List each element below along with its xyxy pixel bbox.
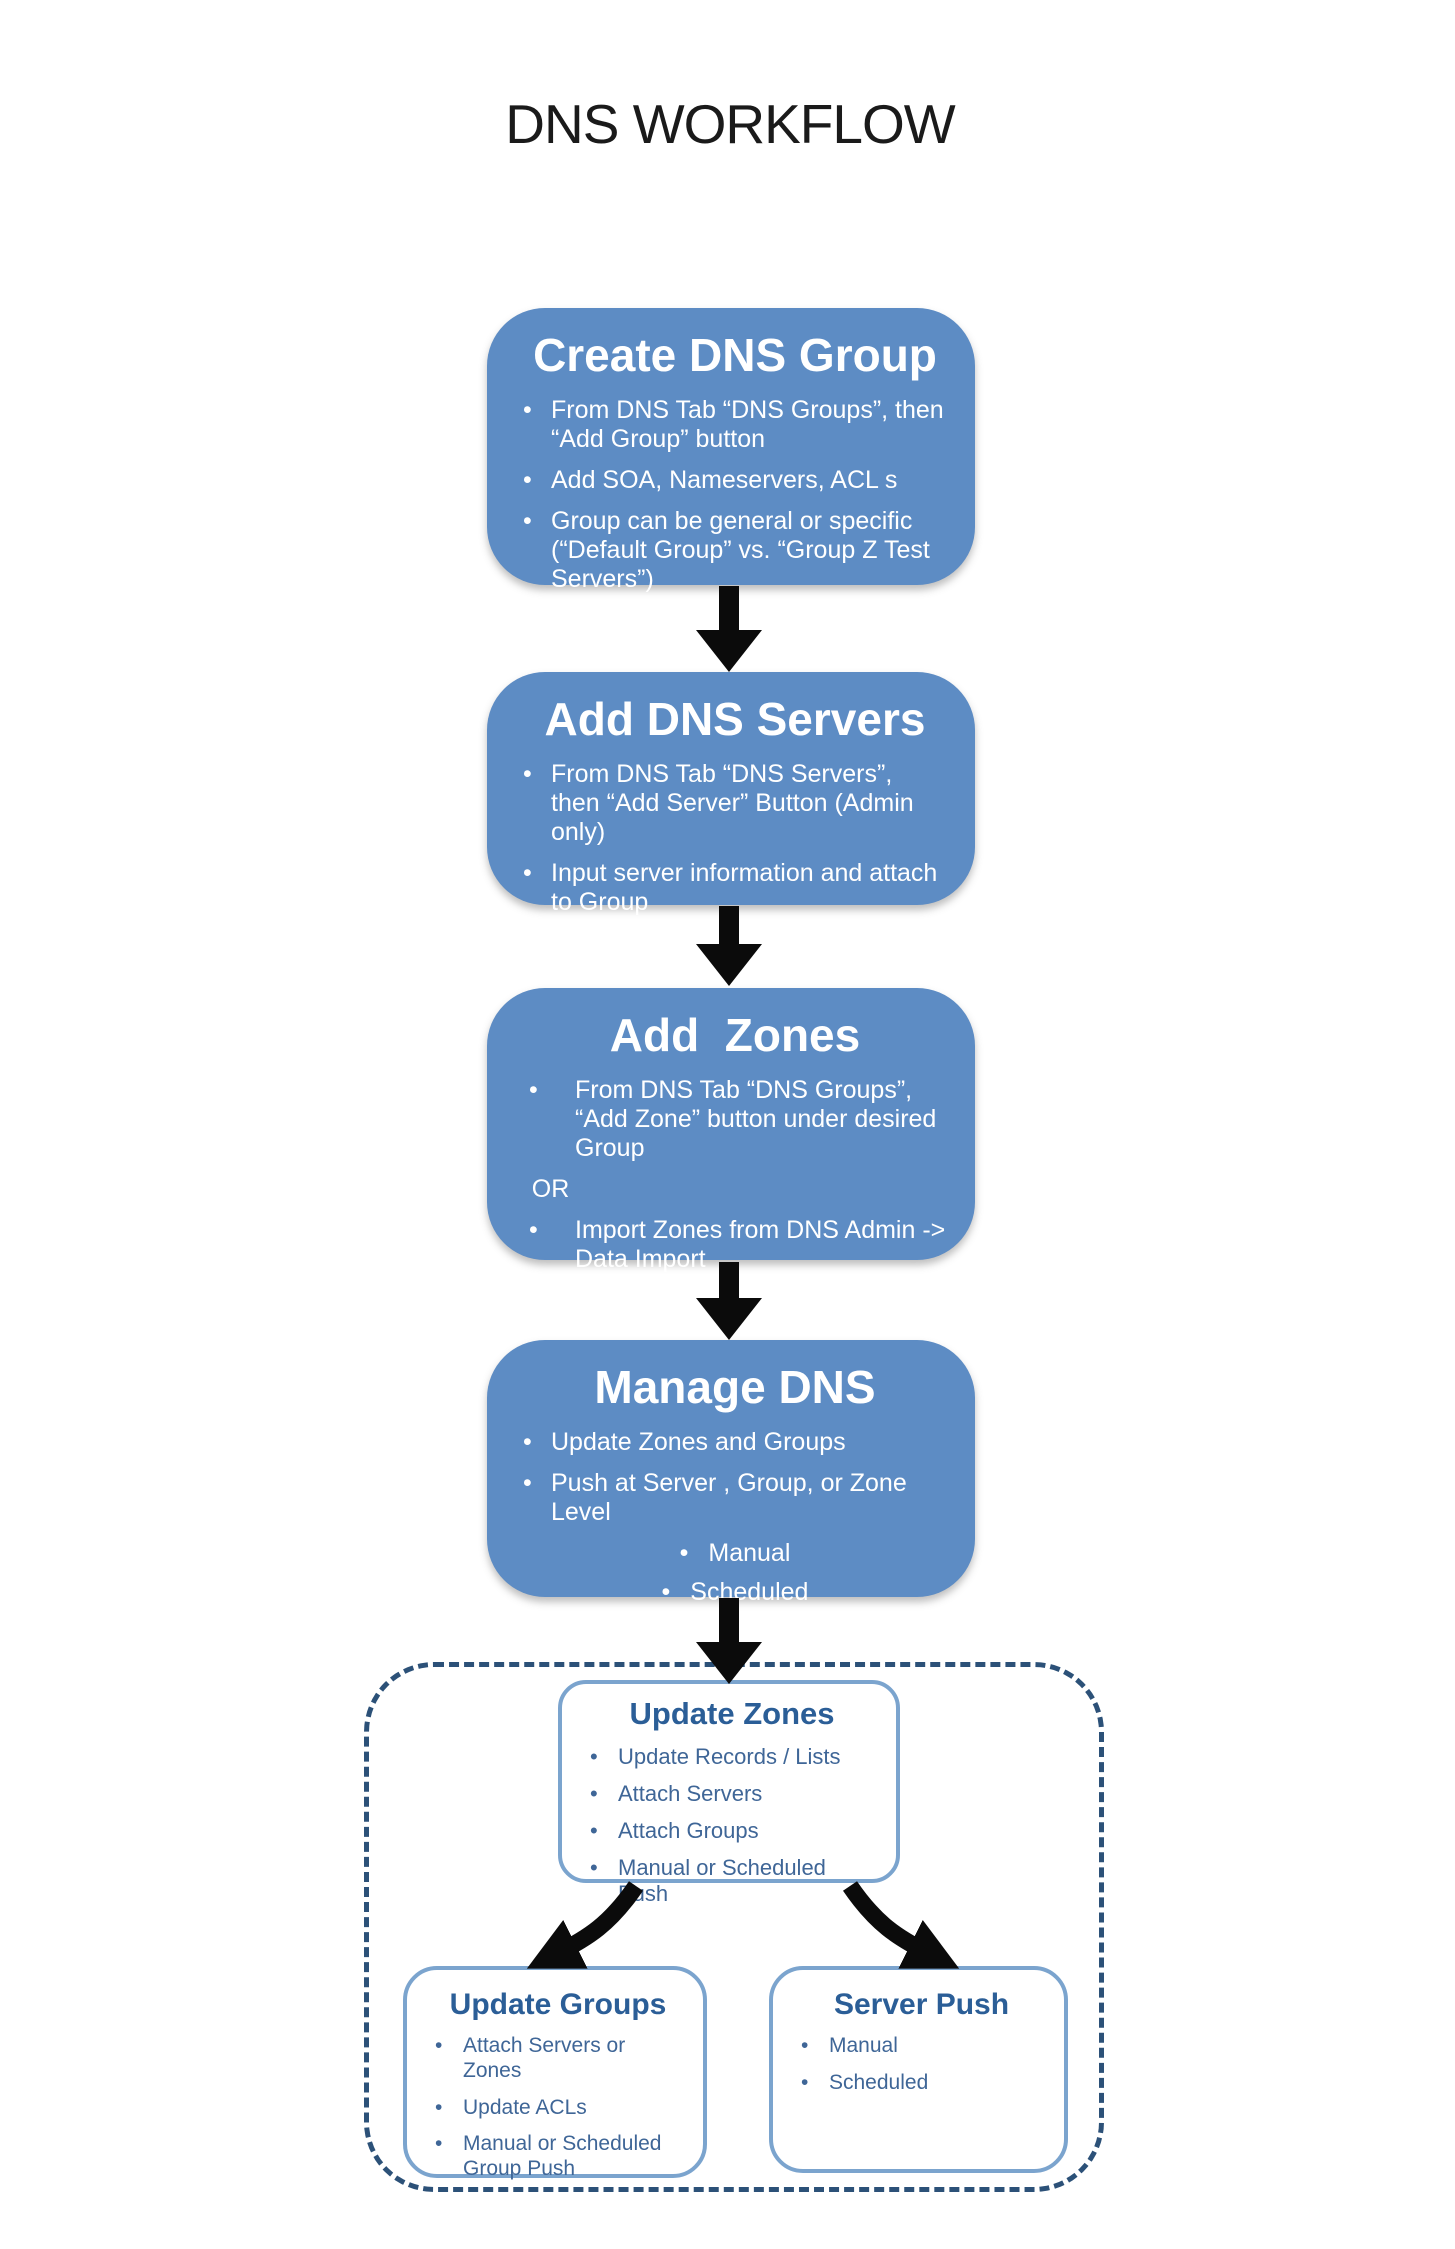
bullet-icon: • bbox=[590, 1744, 598, 1769]
bullet-icon: • bbox=[661, 1578, 671, 1606]
flow-box-manage-dns: Manage DNS • Update Zones and Groups • P… bbox=[487, 1340, 975, 1606]
bullet-text: Add SOA, Nameservers, ACL s bbox=[551, 466, 898, 494]
arrow-down-icon bbox=[696, 586, 762, 672]
detail-box-server-push: Server Push • Manual • Scheduled bbox=[769, 1966, 1068, 2173]
bullet-text: From DNS Tab “DNS Servers”, then “Add Se… bbox=[551, 760, 914, 846]
bullet-item: • Import Zones from DNS Admin -> Data Im… bbox=[523, 1216, 947, 1274]
bullet-text: From DNS Tab “DNS Groups”, “Add Zone” bu… bbox=[575, 1076, 937, 1162]
bullet-item: • Push at Server , Group, or Zone Level bbox=[523, 1469, 947, 1527]
bullet-item: • Add SOA, Nameservers, ACL s bbox=[523, 466, 947, 495]
bullet-icon: • bbox=[590, 1780, 598, 1806]
bullet-text: Group can be general or specific (“Defau… bbox=[551, 507, 930, 593]
bullet-item: • Manual or Scheduled Push bbox=[584, 1855, 880, 1907]
bullet-icon: • bbox=[529, 1216, 538, 1244]
flow-box-title: Add DNS Servers bbox=[544, 693, 926, 745]
bullet-text: Scheduled bbox=[829, 2070, 929, 2094]
bullet-text: Import Zones from DNS Admin -> Data Impo… bbox=[575, 1216, 946, 1273]
flow-box-add-zones: Add Zones • From DNS Tab “DNS Groups”, “… bbox=[487, 988, 975, 1273]
bullet-item: • Attach Servers bbox=[584, 1781, 880, 1807]
bullet-icon: • bbox=[523, 859, 532, 887]
bullet-text: Push at Server , Group, or Zone Level bbox=[551, 1469, 907, 1526]
bullet-item: • From DNS Tab “DNS Groups”, “Add Zone” … bbox=[523, 1076, 947, 1163]
bullet-item: • Group can be general or specific (“Def… bbox=[523, 507, 947, 594]
detail-box-title: Update Groups bbox=[449, 1988, 667, 2021]
bullet-icon: • bbox=[435, 2034, 443, 2057]
bullet-text: Update Zones and Groups bbox=[551, 1428, 846, 1456]
bullet-text: Input server information and attach to G… bbox=[551, 859, 938, 916]
bullet-icon: • bbox=[523, 1428, 532, 1456]
flow-box-add-dns-servers: Add DNS Servers • From DNS Tab “DNS Serv… bbox=[487, 672, 975, 916]
bullet-icon: • bbox=[590, 1854, 598, 1880]
arrow-down-icon bbox=[696, 906, 762, 986]
bullet-icon: • bbox=[435, 2095, 443, 2119]
flow-box-title: Create DNS Group bbox=[533, 329, 937, 381]
bullet-item: • From DNS Tab “DNS Servers”, then “Add … bbox=[523, 760, 947, 847]
bullet-text: Manual bbox=[829, 2034, 898, 2057]
flow-box-title: Add Zones bbox=[609, 1009, 861, 1061]
bullet-item: • Update Records / Lists bbox=[584, 1744, 880, 1770]
bullet-item: • Attach Groups bbox=[584, 1818, 880, 1844]
detail-box-title: Server Push bbox=[833, 1988, 1010, 2021]
bullet-icon: • bbox=[590, 1817, 598, 1843]
bullet-item: • Manual bbox=[795, 2034, 1048, 2059]
bullet-icon: • bbox=[529, 1076, 538, 1104]
bullet-text: Scheduled bbox=[690, 1578, 809, 1606]
bullet-icon: • bbox=[523, 466, 532, 494]
bullet-text: Update ACLs bbox=[463, 2095, 587, 2119]
bullet-icon: • bbox=[523, 396, 532, 424]
bullet-text: Update Records / Lists bbox=[618, 1744, 841, 1769]
bullet-icon: • bbox=[679, 1539, 689, 1567]
bullet-icon: • bbox=[435, 2132, 443, 2156]
bullet-text: Manual or Scheduled Group Push bbox=[463, 2132, 662, 2181]
flow-box-create-dns-group: Create DNS Group • From DNS Tab “DNS Gro… bbox=[487, 308, 975, 593]
bullet-item: • Manual or Scheduled Group Push bbox=[429, 2132, 687, 2182]
bullet-item: • From DNS Tab “DNS Groups”, then “Add G… bbox=[523, 396, 947, 454]
bullet-item: • Scheduled bbox=[795, 2071, 1048, 2096]
bullet-text: Attach Groups bbox=[618, 1817, 759, 1843]
bullet-text: Manual bbox=[708, 1539, 791, 1567]
bullet-item: • Attach Servers or Zones bbox=[429, 2034, 687, 2084]
bullet-text: From DNS Tab “DNS Groups”, then “Add Gro… bbox=[551, 396, 944, 453]
bullet-icon: • bbox=[801, 2070, 809, 2094]
bullet-item: • Update Zones and Groups bbox=[523, 1428, 947, 1457]
bullet-text: OR bbox=[531, 1175, 570, 1203]
bullet-text: Attach Servers bbox=[618, 1780, 763, 1806]
detail-box-update-groups: Update Groups • Attach Servers or Zones … bbox=[403, 1966, 707, 2180]
bullet-text: Manual or Scheduled Push bbox=[618, 1854, 826, 1906]
bullet-icon: • bbox=[523, 1469, 532, 1497]
detail-box-title: Update Zones bbox=[629, 1696, 835, 1731]
bullet-icon: • bbox=[523, 760, 532, 788]
flow-box-title: Manage DNS bbox=[594, 1361, 876, 1413]
bullet-text: Attach Servers or Zones bbox=[463, 2034, 626, 2082]
bullet-item: • Input server information and attach to… bbox=[523, 859, 947, 917]
sub-bullet-item: • Scheduled bbox=[523, 1578, 947, 1607]
page-title: DNS WORKFLOW bbox=[505, 93, 955, 155]
sub-bullet-item: • Manual bbox=[523, 1539, 947, 1568]
bullet-icon: • bbox=[801, 2034, 809, 2057]
bullet-item: • Update ACLs bbox=[429, 2096, 687, 2121]
bullet-icon: • bbox=[523, 507, 532, 535]
detail-box-update-zones: Update Zones • Update Records / Lists • … bbox=[558, 1680, 900, 1906]
or-label: • OR bbox=[517, 1175, 947, 1204]
